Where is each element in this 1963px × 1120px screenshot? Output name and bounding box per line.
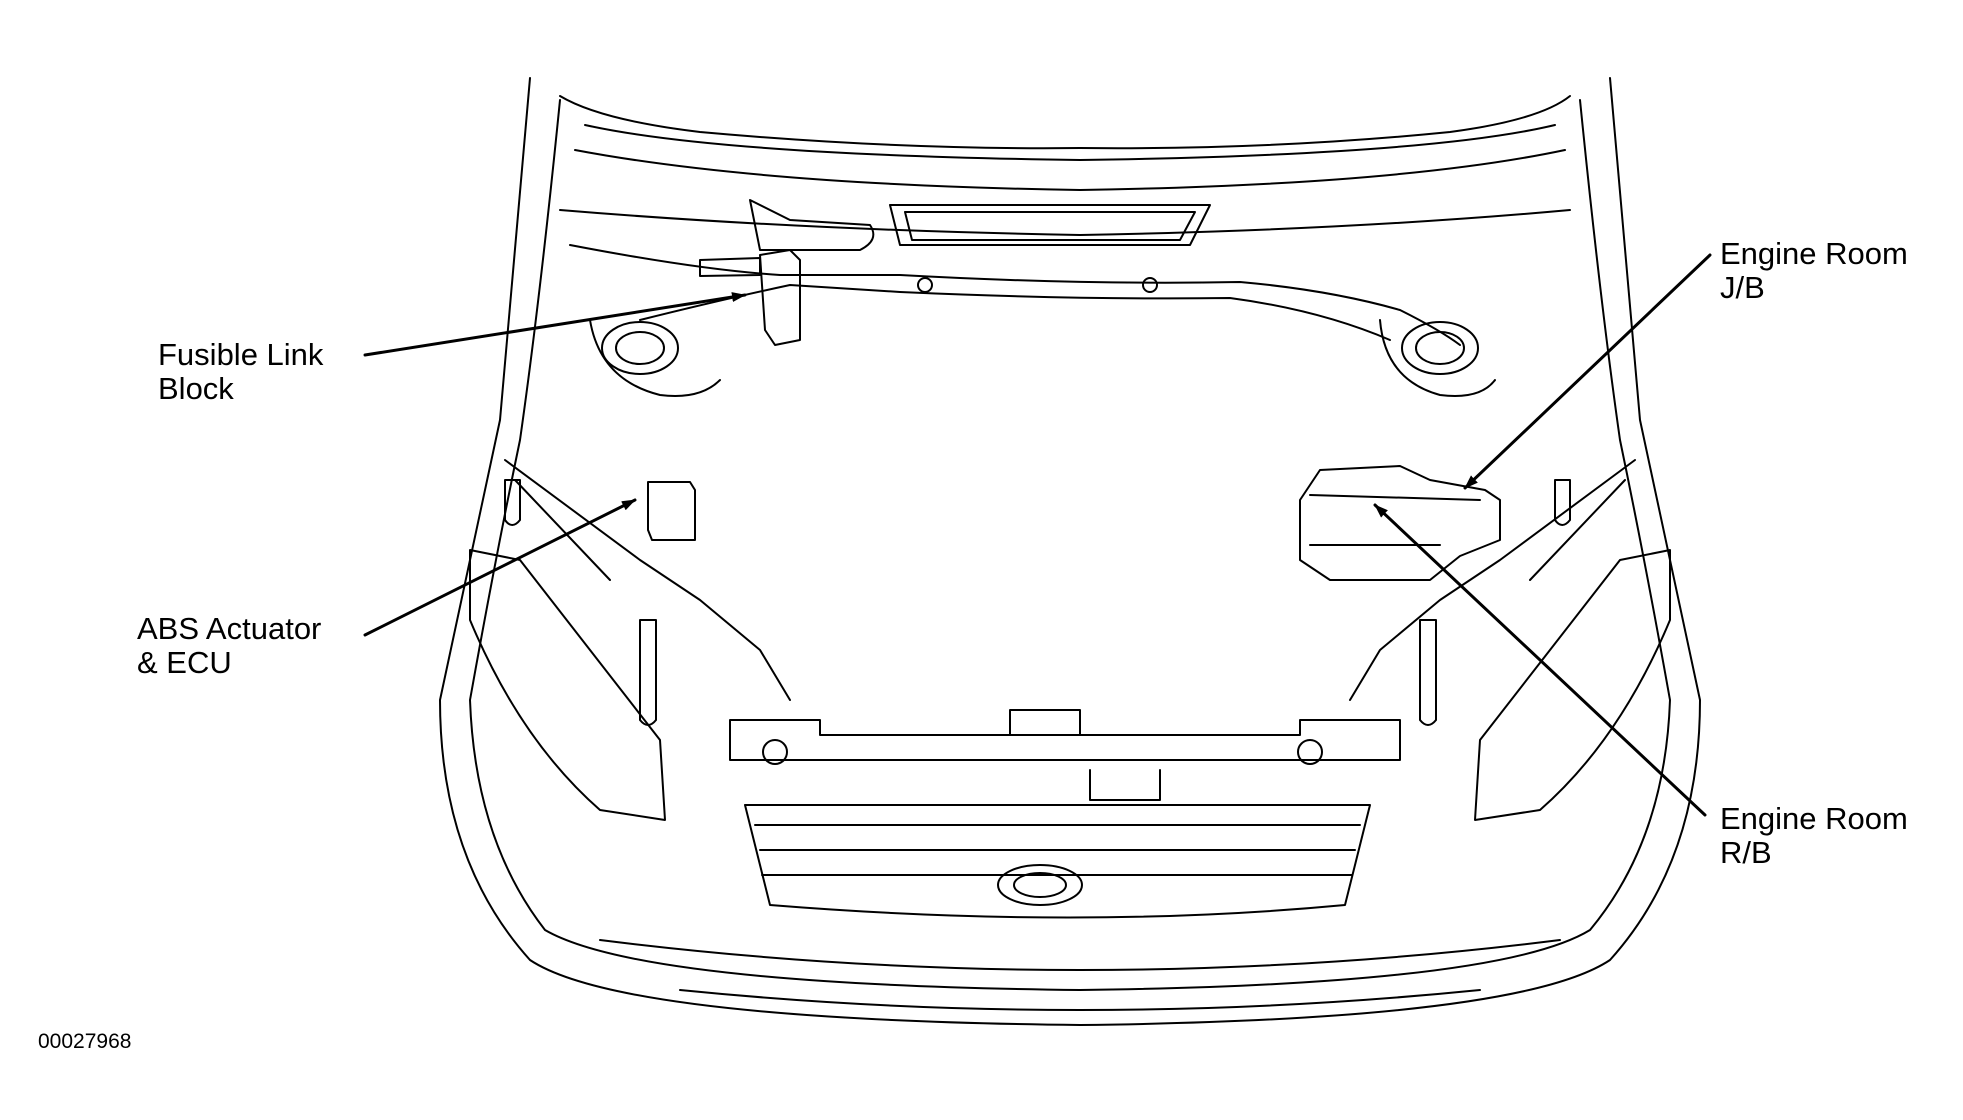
fusible-link-label-line2: Block [158, 371, 234, 406]
strut-brace [569, 244, 1461, 346]
cowl-vent [889, 204, 1211, 246]
abs-label-line2: & ECU [137, 645, 232, 680]
body-inner-outline [469, 99, 1671, 991]
engine-rb-label-line1: Engine Room [1720, 801, 1908, 836]
engine-rb-label-line2: R/B [1720, 835, 1772, 870]
left-strut-tower [601, 321, 679, 375]
hood-edge-2 [584, 124, 1556, 161]
cowl-top-2 [559, 209, 1571, 236]
bumper [599, 939, 1561, 971]
fusible-link-label-line1: Fusible Link [158, 337, 324, 372]
hood-edge [559, 95, 1571, 150]
left-fender-inner [504, 459, 791, 701]
engine-rb-leader [1373, 503, 1707, 817]
jb-rb-component [1299, 465, 1501, 581]
engine-jb-label-line1: Engine Room [1720, 236, 1908, 271]
engine-jb-leader [1463, 253, 1712, 490]
cowl-panel [749, 199, 875, 251]
abs-label-line1: ABS Actuator [137, 611, 322, 646]
right-fender-inner [1349, 459, 1636, 701]
abs-component [647, 481, 696, 541]
engine-rb-label: Engine Room R/B [1720, 802, 1908, 870]
body-outline [439, 77, 1701, 1026]
radiator-support [729, 719, 1401, 761]
brace-bolt-1 [917, 277, 933, 293]
engine-jb-label: Engine Room J/B [1720, 237, 1908, 305]
left-headlight [469, 549, 666, 821]
cowl-vent-inner [904, 211, 1196, 241]
engine-jb-label-line2: J/B [1720, 270, 1765, 305]
brace-bolt-2 [1142, 277, 1158, 293]
strut-brace-2 [639, 284, 1391, 341]
fusible-link-component [759, 249, 801, 346]
right-strut-tower [1401, 321, 1479, 375]
cowl-top [574, 149, 1566, 191]
right-headlight [1474, 549, 1671, 821]
fusible-link-leader [363, 292, 747, 357]
abs-label: ABS Actuator & ECU [137, 612, 321, 680]
figure-id: 00027968 [38, 1030, 132, 1053]
emblem [997, 864, 1083, 906]
fusible-link-label: Fusible Link Block [158, 338, 323, 406]
abs-leader [363, 498, 637, 637]
grille [744, 804, 1371, 919]
